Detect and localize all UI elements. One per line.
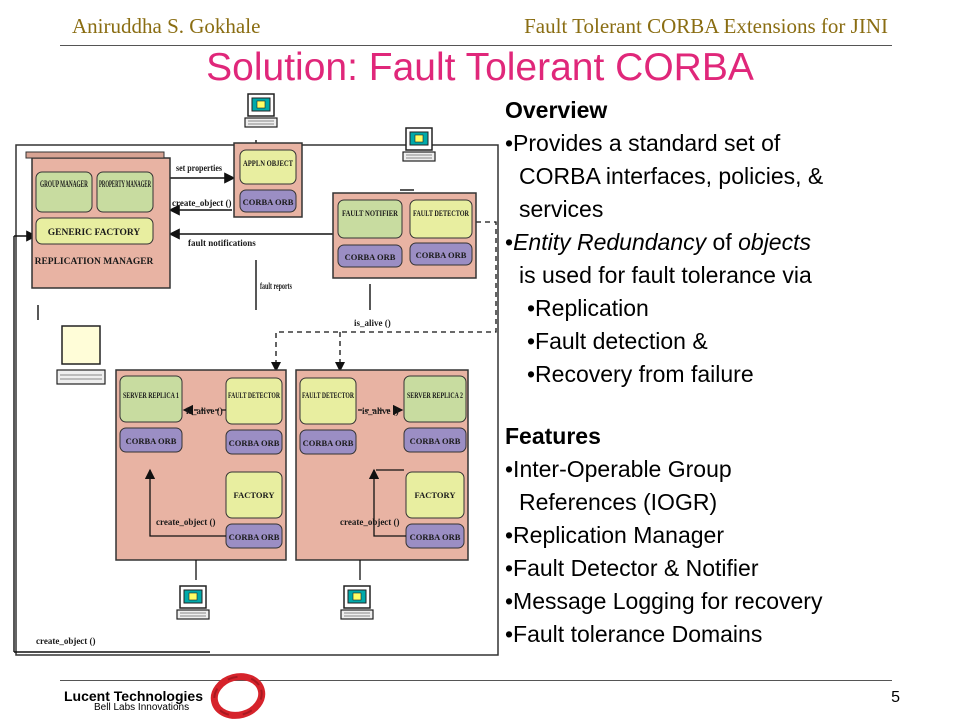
overview-subbullet: •Fault detection & [527, 328, 708, 354]
overview-subbullet: •Recovery from failure [527, 361, 754, 387]
fault-notifier-label: FAULT NOTIFIER [342, 208, 399, 218]
server-replica-2-label: SERVER REPLICA 2 [407, 390, 463, 400]
appln-object-panel [233, 142, 303, 218]
page-number: 5 [891, 689, 900, 706]
footer-rule [60, 680, 892, 681]
factory-label: FACTORY [415, 490, 456, 500]
computer-icon [340, 585, 374, 620]
is-alive-label: is_alive () [362, 406, 399, 416]
fault-detector-label: FAULT DETECTOR [413, 208, 470, 218]
lucent-ring-icon [210, 673, 266, 719]
overview-bullet-cont: CORBA interfaces, policies, & [519, 163, 824, 189]
overview-bullet-cont: services [519, 196, 604, 222]
features-bullet: •Inter-Operable Group [505, 456, 732, 482]
header-rule [60, 45, 892, 46]
corba-orb-label: CORBA ORB [243, 197, 294, 207]
features-bullet: •Fault tolerance Domains [505, 621, 763, 647]
host2-panel [295, 369, 469, 561]
create-object-label: create_object () [156, 517, 216, 527]
overview-bullet: •Entity Redundancy of objects [505, 229, 811, 255]
property-manager-label: PROPERTY MANAGER [99, 180, 151, 190]
generic-factory-label: GENERIC FACTORY [48, 228, 141, 238]
logo-name: Lucent Technologies [64, 688, 203, 704]
overview-bullet-cont: is used for fault tolerance via [519, 262, 812, 288]
computer-icon [244, 93, 278, 128]
logo-subtitle: Bell Labs Innovations [94, 702, 190, 713]
overview-subbullet: •Replication [527, 295, 649, 321]
is-alive-label: is_alive () [186, 406, 223, 416]
fault-notifications-label: fault notifications [188, 238, 256, 248]
factory-label: FACTORY [234, 490, 275, 500]
emphasis: objects [738, 229, 811, 255]
fault-detector-label: FAULT DETECTOR [302, 390, 355, 400]
is-alive-label: is_alive () [354, 318, 391, 328]
corba-orb-label: CORBA ORB [229, 438, 280, 448]
corba-orb-label: CORBA ORB [229, 532, 280, 542]
fault-notifier-panel [332, 192, 477, 279]
create-object-label: create_object () [340, 517, 400, 527]
corba-orb-label: CORBA ORB [345, 252, 396, 262]
corba-orb-label: CORBA ORB [126, 436, 177, 446]
fault-detector-label: FAULT DETECTOR [228, 390, 281, 400]
computer-icon [402, 127, 436, 162]
overview-heading: Overview [505, 97, 608, 123]
connector-text: of [706, 229, 739, 255]
page-title: Solution: Fault Tolerant CORBA [206, 46, 754, 89]
computer-icon [56, 325, 106, 385]
set-properties-label: set properties [176, 163, 222, 173]
bullet-list: Overview •Provides a standard set of COR… [505, 94, 955, 651]
group-manager-label: GROUP MANAGER [40, 180, 88, 190]
features-heading: Features [505, 423, 601, 449]
host1-panel [115, 369, 287, 561]
replication-manager-label: REPLICATION MANAGER [35, 257, 154, 267]
server-replica-1-label: SERVER REPLICA 1 [123, 390, 179, 400]
create-object-label: create_object () [172, 198, 232, 208]
features-bullet: •Message Logging for recovery [505, 588, 823, 614]
header-author: Aniruddha S. Gokhale [72, 14, 261, 38]
corba-orb-label: CORBA ORB [410, 436, 461, 446]
appln-object-label: APPLN OBJECT [243, 158, 293, 168]
fault-reports-label: fault reports [260, 281, 292, 291]
computer-icon [176, 585, 210, 620]
lucent-logo: Lucent Technologies Bell Labs Innovation… [64, 688, 203, 713]
emphasis: Entity Redundancy [513, 229, 707, 255]
overview-bullet: •Provides a standard set of [505, 130, 781, 156]
features-bullet: •Fault Detector & Notifier [505, 555, 759, 581]
corba-orb-label: CORBA ORB [410, 532, 461, 542]
features-bullet-cont: References (IOGR) [519, 489, 718, 515]
corba-orb-label: CORBA ORB [416, 250, 467, 260]
features-bullet: •Replication Manager [505, 522, 725, 548]
create-object-label: create_object () [36, 636, 96, 646]
header-topic: Fault Tolerant CORBA Extensions for JINI [524, 14, 888, 38]
corba-orb-label: CORBA ORB [303, 438, 354, 448]
replication-manager-panel [25, 151, 171, 289]
